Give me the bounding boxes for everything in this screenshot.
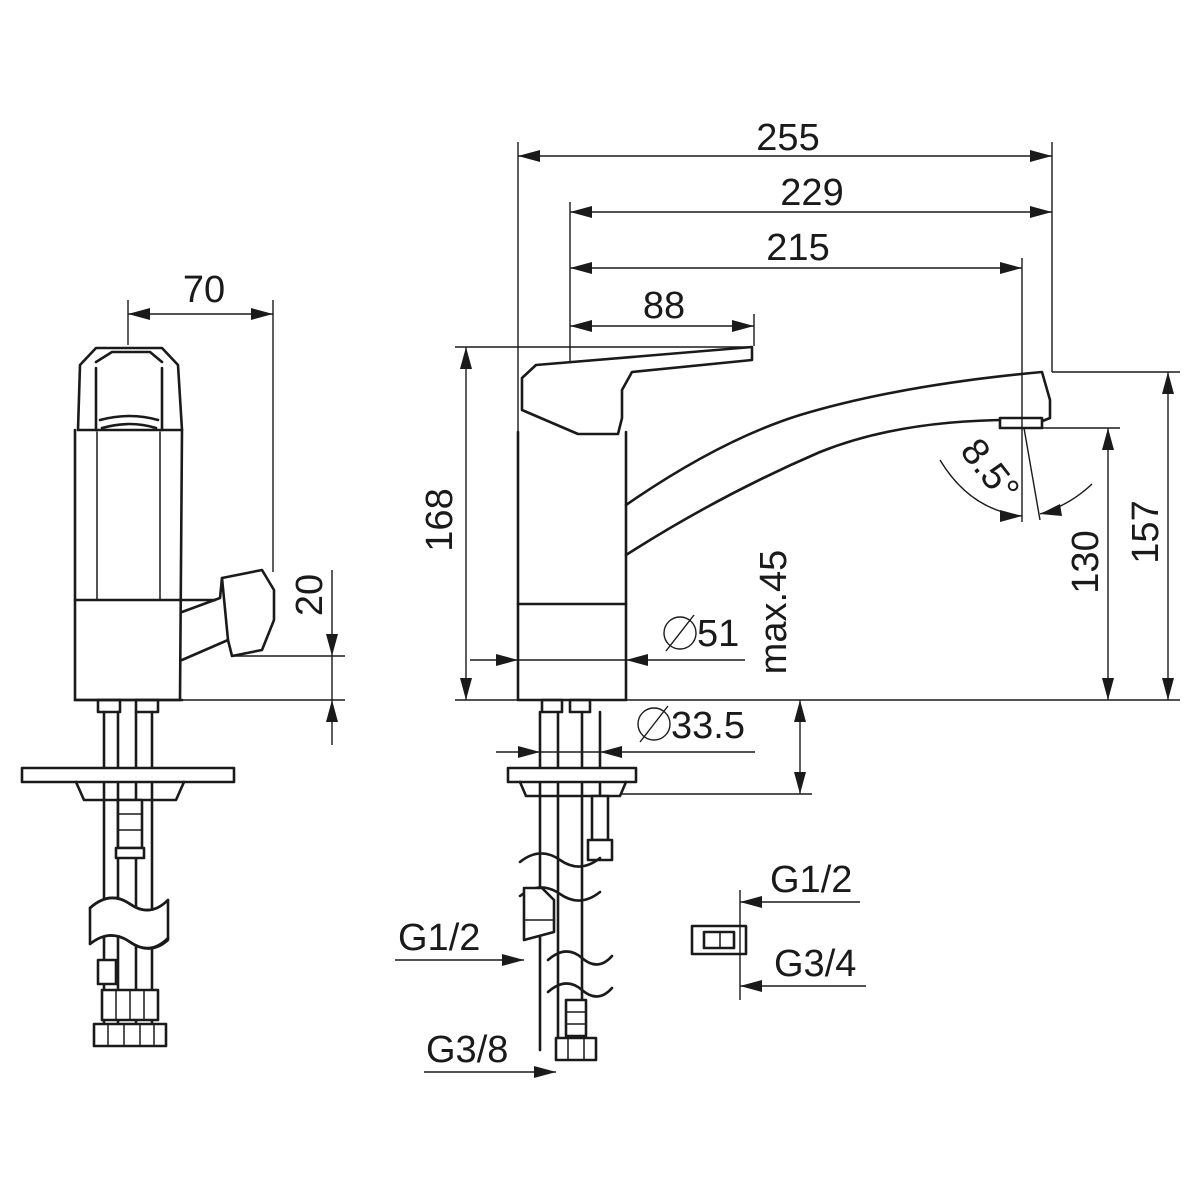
dimension-255: 255 xyxy=(517,117,1053,432)
dimension-215: 215 xyxy=(570,227,1023,428)
dim-70-label: 70 xyxy=(183,269,225,311)
angle-8-5: 8.5° xyxy=(939,427,1093,522)
dim-229-label: 229 xyxy=(780,172,843,214)
dim-168-label: 168 xyxy=(419,488,461,551)
g34-label: G3/4 xyxy=(774,943,856,985)
g12-left-label: G1/2 xyxy=(398,917,480,959)
dimension-229: 229 xyxy=(569,172,1052,362)
g38-label: G3/8 xyxy=(426,1029,508,1071)
diameter-symbol xyxy=(637,707,671,741)
dim-max45-label: max.45 xyxy=(753,550,795,675)
dim-20-label: 20 xyxy=(289,574,331,616)
dimension-dia-51: 51 xyxy=(470,613,745,666)
dimension-dia-33-5: 33.5 xyxy=(496,705,755,758)
adapter-detail: G1/2 G3/4 xyxy=(690,859,866,1000)
dimension-70: 70 xyxy=(127,269,274,572)
dimension-157: 157 xyxy=(1052,371,1180,700)
dim-130-label: 130 xyxy=(1065,530,1107,593)
dim-157-label: 157 xyxy=(1125,500,1167,563)
dimension-168: 168 xyxy=(419,346,1180,701)
g12-right-label: G1/2 xyxy=(770,859,852,901)
side-view xyxy=(20,346,276,1048)
dim-51-label: 51 xyxy=(697,613,739,655)
diameter-symbol xyxy=(663,616,697,650)
dimension-88: 88 xyxy=(570,285,755,346)
angle-label: 8.5° xyxy=(952,431,1027,510)
dim-255-label: 255 xyxy=(756,117,819,159)
thread-g38: G3/8 xyxy=(424,1029,556,1078)
dimension-130: 130 xyxy=(1042,427,1120,700)
dim-88-label: 88 xyxy=(643,285,685,327)
dim-215-label: 215 xyxy=(766,227,829,269)
thread-g12-left: G1/2 xyxy=(395,917,524,966)
dimension-max45: max.45 xyxy=(620,550,812,795)
dim-33-5-label: 33.5 xyxy=(671,705,745,747)
dimension-20: 20 xyxy=(182,570,345,745)
